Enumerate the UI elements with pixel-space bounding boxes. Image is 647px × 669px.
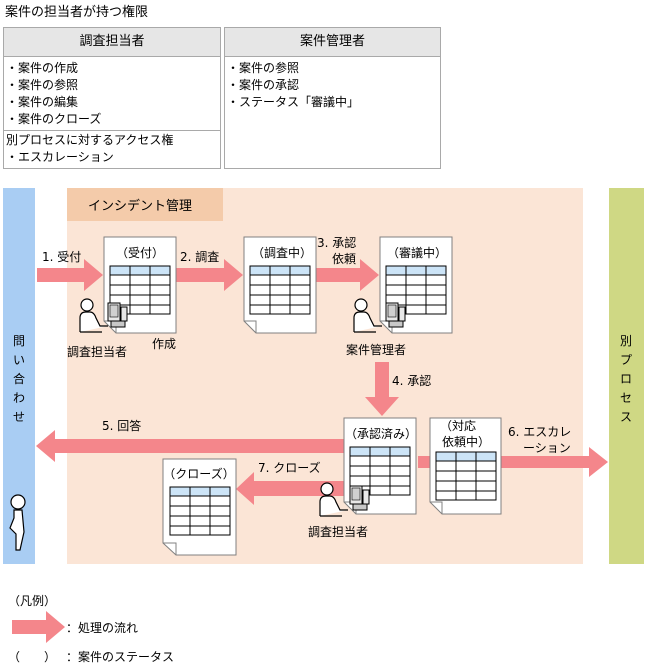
permission-item: ・案件の作成: [6, 61, 79, 75]
permission-item: ・エスカレーション: [6, 150, 114, 164]
region-label-box: [67, 188, 223, 221]
svg-text:依頼中）: 依頼中）: [442, 434, 490, 449]
inquiry-bar-label: 問 い 合 わ せ: [13, 334, 25, 424]
computer-icon: [385, 302, 406, 328]
person-caption: 案件管理者: [346, 342, 406, 357]
permission-item: ・ステータス「審議中」: [227, 95, 360, 109]
arrow-close: [236, 472, 347, 505]
permission-item: ・案件のクローズ: [6, 112, 102, 126]
arrow-escalation-tail: [418, 456, 432, 468]
svg-text:（承認済み）: （承認済み）: [345, 426, 417, 441]
svg-text:（審議中）: （審議中）: [387, 245, 447, 260]
svg-text:ス: ス: [620, 410, 632, 424]
svg-text:合: 合: [13, 371, 25, 386]
person-caption: 作成: [152, 337, 176, 351]
legend-title: （凡例）: [8, 594, 56, 608]
region-label: インシデント管理: [88, 198, 192, 214]
step-label: 2. 調査: [180, 250, 219, 264]
arrow-answer: [36, 430, 344, 462]
svg-text:（クローズ）: （クローズ）: [163, 466, 234, 481]
step-label: 1. 受付: [42, 250, 81, 264]
step-label: 3. 承認: [317, 235, 356, 250]
investigator-permissions-box: 調査担当者 ・案件の作成 ・案件の参照 ・案件の編集 ・案件のクローズ 別プロセ…: [3, 27, 221, 169]
person-caption: 調査担当者: [67, 345, 127, 359]
svg-text:別: 別: [620, 334, 632, 348]
access-rights-title: 別プロセスに対するアクセス権: [6, 133, 174, 147]
step-label: ーション: [523, 441, 571, 455]
inquirer-icon: [9, 494, 26, 551]
step-label: 依頼: [332, 251, 356, 266]
legend-flow-label: ：処理の流れ: [66, 621, 138, 635]
step-label: 7. クローズ: [258, 460, 321, 475]
computer-icon: [107, 302, 128, 328]
step-label: 4. 承認: [392, 373, 431, 388]
svg-text:問: 問: [13, 334, 25, 348]
other-process-label: 別 プ ロ セ ス: [620, 334, 632, 424]
svg-text:（対応: （対応: [440, 419, 476, 433]
permission-item: ・案件の参照: [6, 78, 79, 92]
person-caption: 調査担当者: [308, 525, 368, 539]
svg-text:ロ: ロ: [620, 372, 632, 386]
svg-text:プ: プ: [620, 353, 632, 367]
arrow-approve: [365, 362, 399, 416]
arrow-request-approval: [316, 259, 379, 291]
computer-icon: [349, 485, 370, 511]
svg-text:（調査中）: （調査中）: [252, 245, 312, 260]
arrow-receive: [37, 259, 103, 291]
permission-item: ・案件の編集: [6, 95, 79, 109]
doc-closed: （クローズ）: [162, 458, 237, 556]
other-process-bar: [609, 188, 644, 564]
arrow-investigate: [176, 259, 243, 291]
svg-text:わ: わ: [13, 391, 25, 405]
manager-permissions-title: 案件管理者: [225, 28, 440, 57]
permission-item: ・案件の承認: [227, 78, 300, 92]
doc-investigating: （調査中）: [243, 236, 317, 334]
svg-text:（受付）: （受付）: [116, 246, 164, 260]
svg-text:せ: せ: [13, 410, 25, 424]
legend-arrow: [12, 611, 65, 643]
svg-text:い: い: [13, 353, 25, 367]
manager-permissions-box: 案件管理者 ・案件の参照 ・案件の承認 ・ステータス「審議中」: [224, 27, 441, 169]
legend-status-label: ：案件のステータス: [66, 649, 174, 664]
investigator-permissions-list: ・案件の作成 ・案件の参照 ・案件の編集 ・案件のクローズ: [4, 57, 220, 128]
page-title: 案件の担当者が持つ権限: [5, 5, 149, 20]
svg-text:セ: セ: [620, 391, 632, 405]
arrow-escalation: [501, 447, 608, 477]
doc-pending-request: （対応 依頼中）: [429, 417, 502, 515]
investigator-permissions-title: 調査担当者: [4, 28, 220, 57]
step-label: 5. 回答: [102, 418, 141, 433]
manager-permissions-list: ・案件の参照 ・案件の承認 ・ステータス「審議中」: [225, 57, 440, 111]
step-label: 6. エスカレ: [508, 425, 571, 439]
permission-item: ・案件の参照: [227, 61, 300, 75]
legend-status-symbol: （ ）: [8, 650, 56, 664]
